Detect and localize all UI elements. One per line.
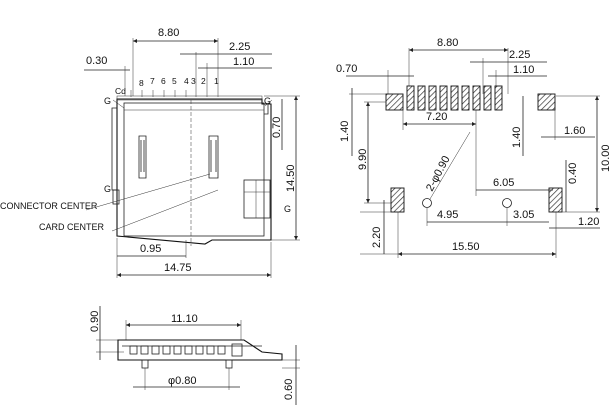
pin-label-cd: Cd [115, 86, 126, 96]
g-label-bottom-right: G [284, 204, 291, 214]
fp-dim-pad-height: 1.40 [339, 121, 351, 142]
fp-dim-left-height: 9.90 [357, 149, 369, 170]
dim-bottom-left: 0.95 [140, 243, 161, 255]
top-view: 8.80 2.25 1.10 0.30 Cd 8 7 6 5 4 3 2 1 [0, 27, 300, 278]
side-view: 11.10 0.90 φ0.80 [89, 306, 300, 405]
fp-dim-left-top: 0.70 [336, 63, 357, 75]
side-dim-peg: φ0.80 [168, 375, 197, 387]
dim-pitch-group: 2.25 [229, 41, 250, 53]
dim-pitch: 1.10 [233, 56, 254, 68]
fp-dim-total-width: 15.50 [452, 241, 480, 253]
pin-label-2: 2 [201, 76, 206, 86]
dim-width-bottom: 14.75 [164, 262, 192, 274]
fp-dim-hole: 2-φ0.90 [424, 154, 453, 193]
fp-dim-hole-to-center: 4.95 [437, 209, 458, 221]
fp-dim-pad-span: 7.20 [426, 111, 447, 123]
pin-label-4: 4 [184, 76, 189, 86]
fp-dim-bottom-height: 2.20 [371, 227, 383, 248]
pin-label-6: 6 [161, 76, 166, 86]
fp-dim-pitch-group: 2.25 [509, 49, 530, 61]
side-dim-width: 11.10 [171, 313, 198, 325]
g-label-top-left: G [104, 96, 111, 106]
fp-dim-right-offset: 1.40 [511, 127, 523, 148]
pin-label-1: 1 [214, 76, 219, 86]
pin-label-3: 3 [191, 76, 196, 86]
dim-right-upper: 0.70 [271, 117, 283, 138]
footprint-view: 8.80 2.25 1.10 0.70 [336, 37, 612, 258]
fp-dim-pitch: 1.10 [513, 64, 534, 76]
pin-label-5: 5 [172, 76, 177, 86]
note-connector-center: CONNECTOR CENTER [0, 201, 98, 211]
dim-offset-top: 0.30 [86, 55, 107, 67]
g-label-top-right: G [264, 96, 271, 106]
g-label-bottom-left: G [104, 184, 111, 194]
side-dim-peg-height: 0.60 [283, 379, 295, 400]
fp-dim-right-width: 1.60 [564, 125, 585, 137]
fp-dim-right-pad: 1.20 [578, 216, 599, 228]
pin-label-8: 8 [139, 78, 144, 88]
note-card-center: CARD CENTER [39, 222, 105, 232]
fp-dim-center-x: 6.05 [493, 177, 514, 189]
dim-width-top: 8.80 [158, 27, 179, 39]
fp-dim-total-height: 10.00 [600, 144, 612, 172]
pin-label-7: 7 [150, 76, 155, 86]
fp-dim-right-small: 0.40 [567, 163, 579, 184]
dim-height: 14.50 [285, 164, 297, 192]
fp-dim-center-to-right: 3.05 [513, 209, 534, 221]
side-dim-height: 0.90 [89, 311, 101, 332]
fp-dim-width-top: 8.80 [437, 37, 458, 49]
